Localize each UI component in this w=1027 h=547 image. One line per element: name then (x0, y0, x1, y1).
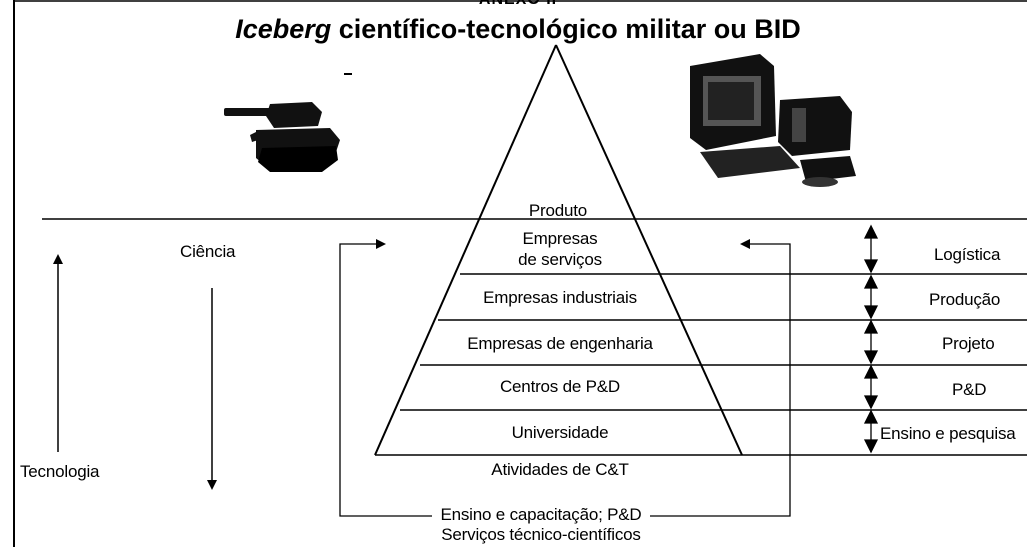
layer-3-label: Empresas de engenharia (467, 334, 653, 353)
layer-1-label-line1: Empresas (522, 229, 598, 248)
tank-icon (224, 73, 352, 172)
right-double-arrows (863, 224, 879, 454)
right-label-logistica: Logística (934, 245, 1001, 264)
layer-2-label: Empresas industriais (483, 288, 637, 307)
left-loop-arrow (339, 239, 432, 517)
pyramid-left-side (374, 44, 557, 456)
right-label-ensino-pesquisa: Ensino e pesquisa (880, 424, 1016, 443)
header-cut-text: ANEXO II (479, 0, 557, 9)
layer-4-label: Centros de P&D (499, 377, 621, 396)
title-italic: Iceberg (235, 14, 332, 44)
pyramid-apex-label: Produto (528, 201, 588, 220)
right-label-pd: P&D (952, 380, 987, 399)
computer-icon (690, 54, 856, 187)
pyramid-right-side (555, 44, 743, 456)
diagram-title: Iceberg científico-tecnológico militar o… (235, 14, 801, 44)
right-label-producao: Produção (929, 290, 1001, 309)
tecnologia-label: Tecnologia (20, 462, 100, 481)
bottom-label-line1: Ensino e capacitação; P&D (440, 505, 642, 524)
title-rest: científico-tecnológico militar ou BID (331, 14, 801, 44)
layer-1-label-line2: de serviços (518, 250, 602, 269)
right-label-projeto: Projeto (942, 334, 995, 353)
base-caption: Atividades de C&T (491, 460, 629, 479)
right-loop-arrow (650, 239, 791, 517)
layer-5-label: Universidade (511, 423, 609, 442)
bottom-label-line2: Serviços técnico-científicos (441, 525, 641, 544)
ciencia-label: Ciência (180, 242, 236, 261)
